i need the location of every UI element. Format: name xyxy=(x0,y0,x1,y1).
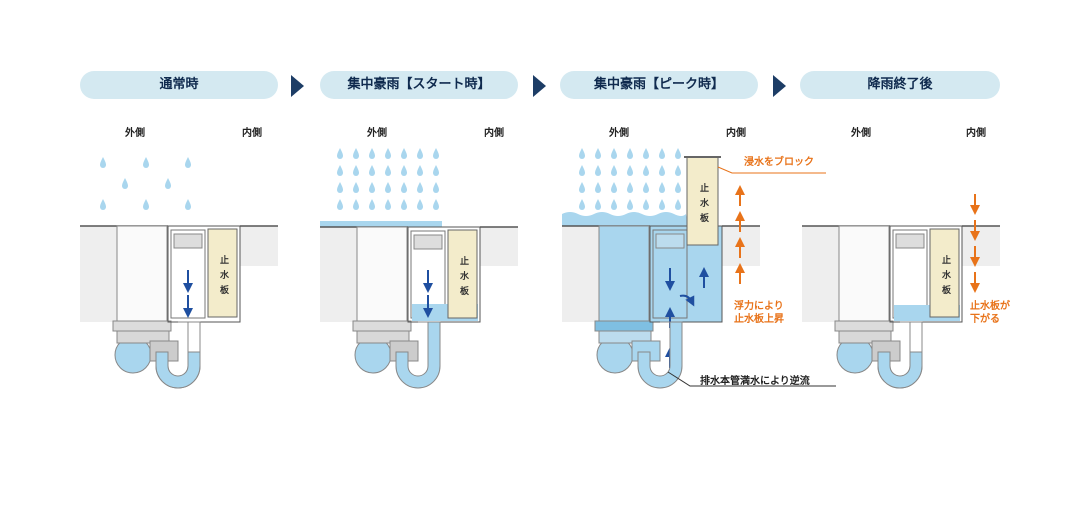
water-stop-board-label: 止水板 xyxy=(218,255,228,300)
stage-normal xyxy=(80,157,278,389)
buoyancy-annotation-line1: 浮力により xyxy=(734,301,784,312)
board-lowers-annotation-line1: 止水板が xyxy=(970,301,1010,312)
outside-label: 外側 xyxy=(609,128,629,139)
water-stop-board-label: 止水板 xyxy=(458,256,468,301)
outside-label: 外側 xyxy=(851,128,871,139)
inside-label: 内側 xyxy=(242,128,262,139)
chevron-right-icon xyxy=(291,75,304,97)
stage-after-rain xyxy=(802,194,1000,389)
chevron-right-icon xyxy=(533,75,546,97)
stage-heavy-rain-peak xyxy=(562,148,836,389)
outside-label: 外側 xyxy=(367,128,387,139)
chevron-right-icon xyxy=(773,75,786,97)
inside-label: 内側 xyxy=(484,128,504,139)
inside-label: 内側 xyxy=(966,128,986,139)
water-stop-board-label: 止水板 xyxy=(940,255,950,300)
stage-title-heavy-rain-peak: 集中豪雨【ピーク時】 xyxy=(560,71,758,99)
rain-drops xyxy=(579,148,681,210)
inside-label: 内側 xyxy=(726,128,746,139)
water-stop-board-label: 止水板 xyxy=(698,183,708,228)
buoyancy-annotation-line2: 止水板上昇 xyxy=(734,314,784,325)
stage-title-heavy-rain-start: 集中豪雨【スタート時】 xyxy=(320,71,518,99)
stage-title-after-rain: 降雨終了後 xyxy=(800,71,1000,99)
rain-drops xyxy=(100,157,191,210)
outside-label: 外側 xyxy=(125,128,145,139)
board-lowers-annotation-line2: 下がる xyxy=(970,314,1000,325)
block-flooding-annotation: 浸水をブロック xyxy=(744,157,814,168)
stage-title-normal: 通常時 xyxy=(80,71,278,99)
rain-drops xyxy=(337,148,439,210)
stage-heavy-rain-start xyxy=(320,148,518,389)
backflow-annotation: 排水本管満水により逆流 xyxy=(700,376,810,387)
